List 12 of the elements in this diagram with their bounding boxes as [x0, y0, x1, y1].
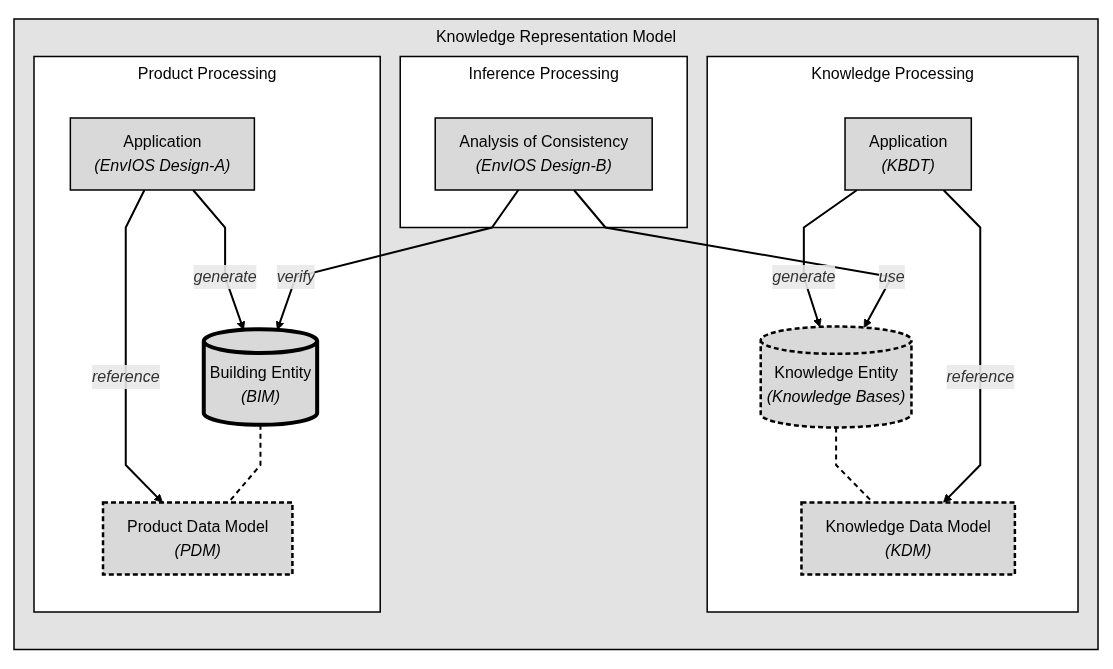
node-box: Analysis of Consistency (EnvIOS Design-B) — [434, 117, 654, 191]
node-box: Knowledge Data Model (KDM) — [800, 501, 1017, 576]
node-box: Application (KBDT) — [844, 117, 973, 191]
edge-label: generate — [194, 268, 258, 286]
edge-label: verify — [277, 268, 316, 286]
edge-label: reference — [946, 368, 1015, 386]
edge-label: reference — [92, 368, 161, 386]
node-box: Product Data Model (PDM) — [102, 501, 295, 576]
arrow — [276, 189, 520, 331]
node-box: Application (EnvIOS Design-A) — [70, 117, 256, 191]
edge-label: generate — [772, 268, 836, 286]
edge-label: use — [879, 268, 906, 286]
